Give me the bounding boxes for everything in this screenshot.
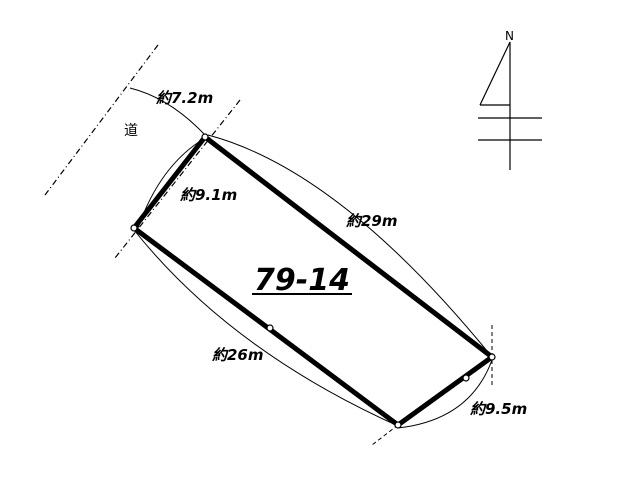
dimension-label-right: 約9.5m (469, 400, 527, 418)
corner-marker (462, 374, 470, 382)
dimension-arc-26 (133, 229, 397, 426)
corner-marker (488, 353, 496, 361)
dimension-label-bottom-long: 約26m (211, 346, 264, 364)
dimension-arcs (129, 87, 493, 429)
north-arrow-head-edge (479, 41, 511, 106)
dimension-arc-9-5 (397, 359, 493, 429)
road-boundary-line-right (114, 99, 241, 259)
dimension-label-left: 約9.1m (179, 186, 237, 204)
dimension-label-top-long: 約29m (345, 212, 398, 230)
corner-marker (394, 421, 402, 429)
road-boundary-line-left (44, 44, 159, 196)
corner-markers (130, 133, 496, 429)
road-label: 道 (124, 123, 138, 139)
dimension-arc-7-2 (129, 87, 206, 136)
north-arrow-icon (478, 41, 542, 170)
corner-marker (201, 133, 209, 141)
corner-marker (130, 224, 138, 232)
extension-line-bottom (371, 424, 399, 446)
north-label: N (505, 29, 514, 43)
corner-marker (266, 324, 274, 332)
road-boundary (44, 44, 241, 259)
lot-number: 79-14 (254, 263, 350, 298)
dimension-arc-29 (207, 134, 493, 358)
dimension-label-top-left: 約7.2m (155, 89, 213, 107)
